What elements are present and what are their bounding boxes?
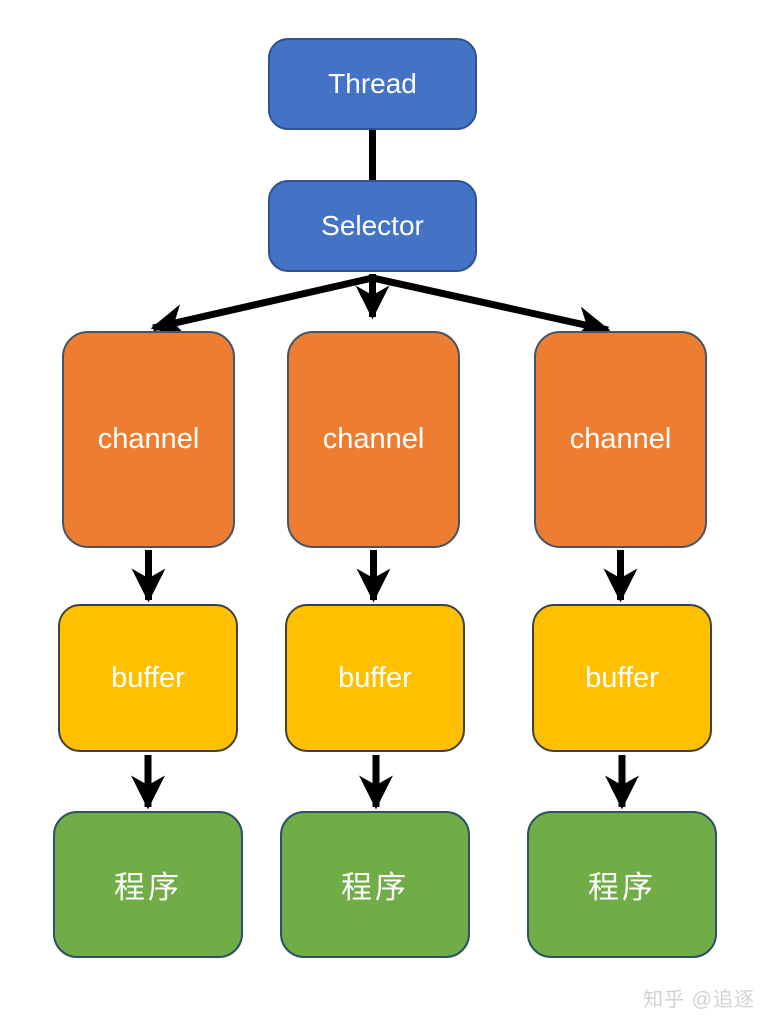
node-thread-label: Thread bbox=[328, 68, 417, 99]
node-program-3-label: 程序 bbox=[588, 870, 656, 905]
watermark-text: 知乎 @追逐 bbox=[643, 989, 755, 1011]
node-channel-1-label: channel bbox=[97, 423, 200, 455]
node-program-1-label: 程序 bbox=[114, 870, 182, 905]
node-selector-label: Selector bbox=[321, 210, 424, 241]
node-program-2: 程序 bbox=[280, 811, 470, 958]
node-thread: Thread bbox=[268, 38, 477, 130]
node-channel-1: channel bbox=[62, 331, 235, 548]
node-buffer-2-label: buffer bbox=[338, 661, 412, 694]
node-channel-2-label: channel bbox=[322, 423, 425, 455]
node-program-3: 程序 bbox=[527, 811, 717, 958]
node-channel-3: channel bbox=[534, 331, 707, 548]
arrow-selector-to-channel-3 bbox=[371, 274, 611, 340]
node-buffer-3-label: buffer bbox=[585, 661, 659, 694]
arrow-selector-to-channel-1 bbox=[150, 274, 374, 338]
node-channel-3-label: channel bbox=[569, 423, 672, 455]
node-selector: Selector bbox=[268, 180, 477, 272]
node-buffer-1-label: buffer bbox=[111, 661, 185, 694]
node-program-2-label: 程序 bbox=[341, 870, 409, 905]
node-channel-2: channel bbox=[287, 331, 460, 548]
node-buffer-2: buffer bbox=[285, 604, 465, 752]
watermark: 知乎 @追逐 bbox=[643, 983, 755, 1012]
node-buffer-3: buffer bbox=[532, 604, 712, 752]
node-program-1: 程序 bbox=[53, 811, 243, 958]
node-buffer-1: buffer bbox=[58, 604, 238, 752]
